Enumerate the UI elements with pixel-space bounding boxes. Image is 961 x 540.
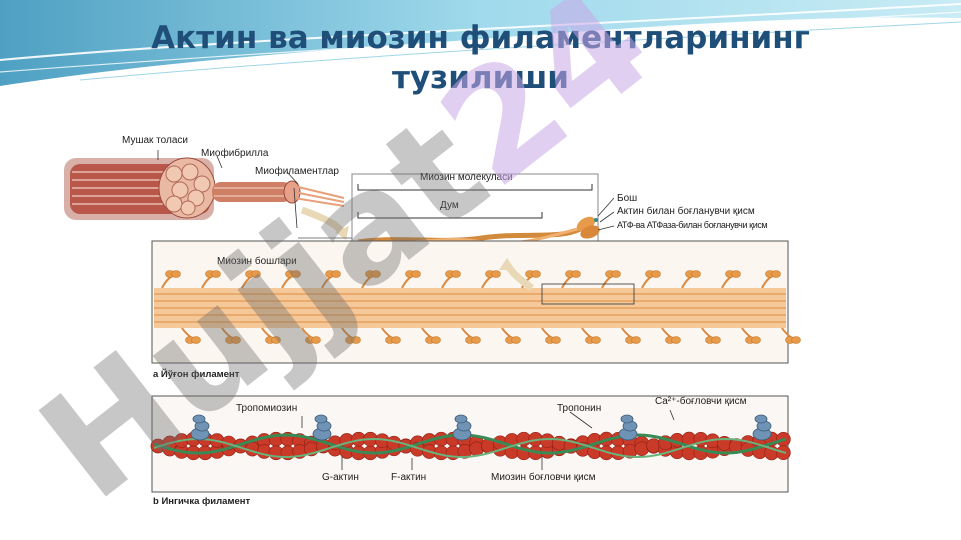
troponin-subunit: [192, 414, 206, 424]
label-myosin-molecule: Миозин молекуласи: [420, 172, 513, 183]
myosin-head: [331, 270, 341, 278]
myosin-head: [751, 336, 761, 344]
header-swoosh-decoration: [0, 0, 961, 86]
label-tropomyosin: Тропомиозин: [236, 403, 298, 414]
thick-filament-panel: [151, 240, 801, 364]
label-troponin: Тропонин: [557, 403, 602, 414]
label-myosin-binding: Миозин боғловчи қисм: [491, 472, 596, 483]
myosin-head: [351, 336, 361, 344]
myosin-head: [451, 270, 461, 278]
myosin-head: [271, 336, 281, 344]
myosin-head: [371, 270, 381, 278]
myosin-head: [591, 336, 601, 344]
myosin-head: [771, 270, 781, 278]
slide-title: Актин ва миозин филаментларининг тузилиш…: [0, 18, 961, 98]
thin-filament-panel: [150, 395, 791, 493]
caption-thick-filament: a Йўғон филамент: [153, 369, 240, 380]
myosin-head: [471, 336, 481, 344]
slide-title-line-1: Актин ва миозин филаментларининг: [151, 20, 810, 56]
myosin-head: [731, 270, 741, 278]
myosin-head: [571, 270, 581, 278]
myosin-head: [631, 336, 641, 344]
myosin-head: [651, 270, 661, 278]
caption-thin-filament: b Ингичка филамент: [153, 496, 251, 507]
myosin-head: [391, 336, 401, 344]
troponin-subunit: [620, 414, 634, 424]
myosin-head: [251, 270, 261, 278]
myosin-head: [191, 336, 201, 344]
label-atp-binding: АТФ-ва АТФаза-билан боғланувчи қисм: [617, 220, 768, 230]
troponin-subunit: [314, 414, 328, 424]
myosin-head: [211, 270, 221, 278]
myosin-head: [551, 336, 561, 344]
label-ca-binding: Ca²⁺-боғловчи қисм: [655, 396, 747, 407]
myosin-head: [311, 336, 321, 344]
label-f-actin: F-актин: [391, 472, 427, 483]
myosin-head: [691, 270, 701, 278]
label-muscle-fiber: Мушак толаси: [122, 135, 188, 146]
label-g-actin: G-актин: [322, 472, 359, 483]
label-myosin-heads: Миозин бошлари: [217, 256, 297, 267]
label-myofilaments: Миофиламентлар: [255, 166, 339, 177]
myosin-head: [711, 336, 721, 344]
troponin-subunit: [454, 414, 468, 424]
myosin-head: [611, 270, 621, 278]
myosin-head: [671, 336, 681, 344]
label-actin-binding: Актин билан боғланувчи қисм: [617, 206, 755, 217]
myosin-head: [231, 336, 241, 344]
troponin-subunit: [754, 414, 768, 424]
slide-title-line-2: тузилиши: [392, 60, 569, 96]
myosin-head: [171, 270, 181, 278]
label-tail: Дум: [440, 200, 459, 211]
filament-structure-figure: [62, 128, 852, 512]
myosin-head: [291, 270, 301, 278]
myosin-head: [511, 336, 521, 344]
myosin-head: [491, 270, 501, 278]
myosin-head: [531, 270, 541, 278]
label-head: Бош: [617, 193, 638, 204]
myosin-head: [411, 270, 421, 278]
myosin-head: [431, 336, 441, 344]
myosin-head: [791, 336, 801, 344]
label-myofibril: Миофибрилла: [201, 148, 269, 159]
muscle-fiber-illustration: [64, 157, 349, 240]
